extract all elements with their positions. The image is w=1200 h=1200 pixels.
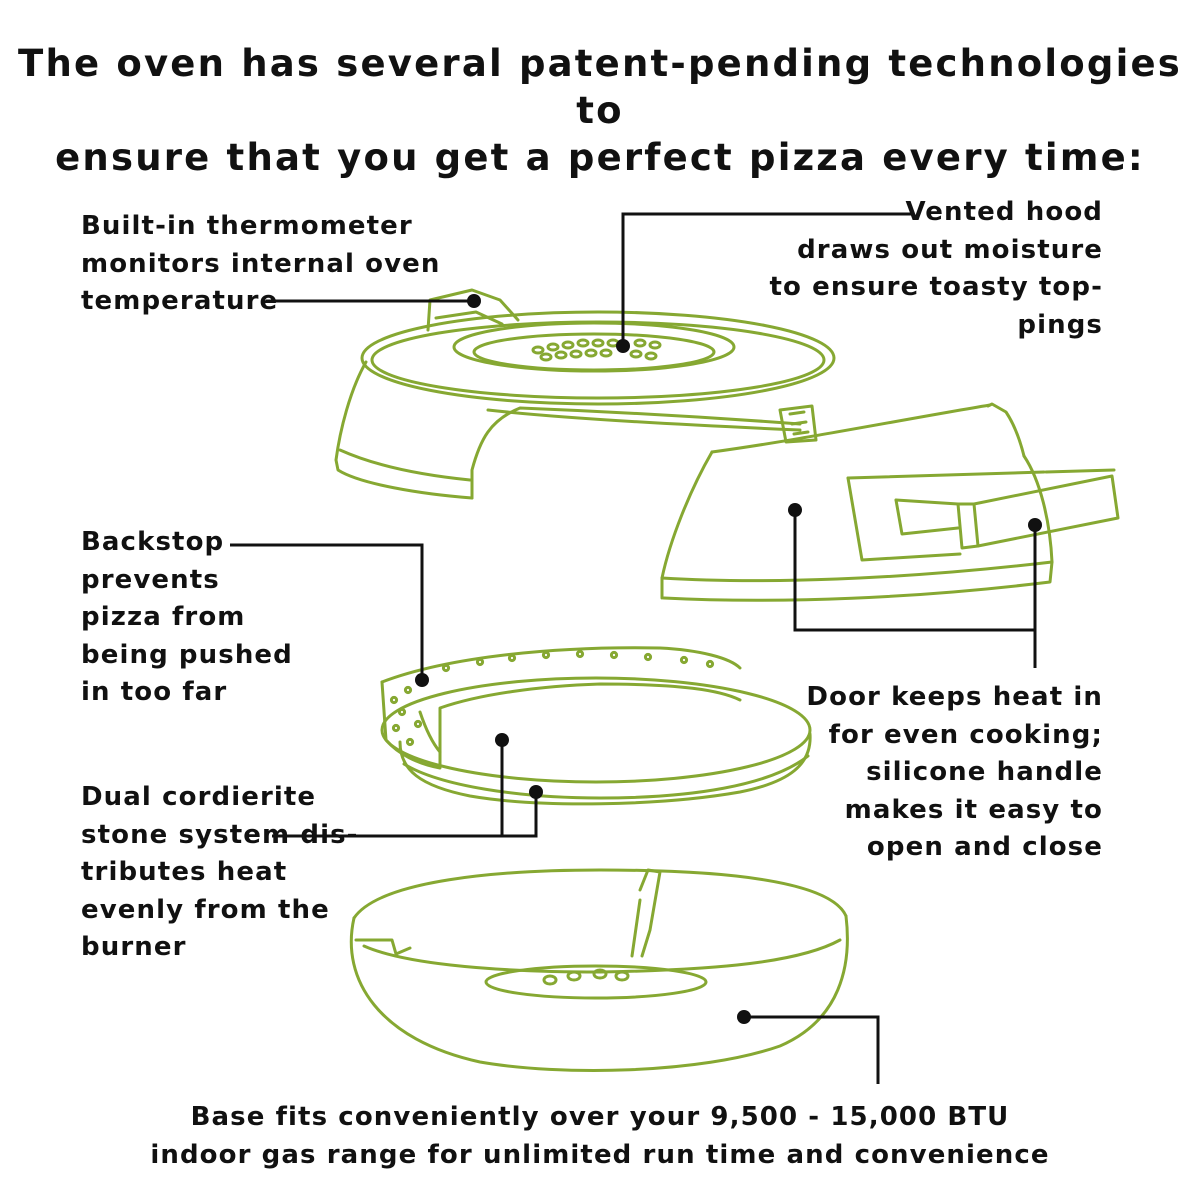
callout-door: Door keeps heat in for even cooking; sil… <box>806 679 1103 867</box>
backstop-holes <box>389 649 715 747</box>
vent-holes <box>531 338 662 362</box>
callout-line: monitors internal oven <box>81 248 441 279</box>
callout-line: evenly from the <box>81 894 330 925</box>
callout-line: Dual cordierite <box>81 782 317 812</box>
callout-dots <box>415 294 1042 1024</box>
callout-line: silicone handle <box>866 757 1103 787</box>
callout-base: Base fits conveniently over your 9,500 -… <box>0 1099 1200 1174</box>
callout-line: temperature <box>81 286 279 316</box>
callout-line: stone system dis- <box>81 819 359 850</box>
callout-line: open and close <box>866 832 1103 862</box>
vented-hood-illustration <box>334 288 836 500</box>
lower-stone-dot <box>529 785 543 799</box>
callout-stone: Dual cordierite stone system dis- tribut… <box>81 779 359 967</box>
callout-line: pizza from <box>81 602 246 632</box>
base-illustration <box>349 868 849 1072</box>
upper-stone-dot <box>495 733 509 747</box>
backstop-dot <box>415 673 429 687</box>
callout-line: in too far <box>81 677 228 707</box>
callout-vented-hood: Vented hood draws out moisture to ensure… <box>769 194 1103 344</box>
title-line-1: The oven has several patent-pending tech… <box>18 42 1182 132</box>
callout-line: being pushed <box>81 639 293 670</box>
door-handle-dot <box>1028 518 1042 532</box>
title-line-2: ensure that you get a perfect pizza ever… <box>55 136 1145 179</box>
callout-line: to ensure toasty top- <box>769 272 1103 302</box>
stone-ring-illustration <box>380 646 812 806</box>
thermometer-dot <box>467 294 481 308</box>
callout-line: makes it easy to <box>844 794 1103 825</box>
callout-line: draws out moisture <box>797 234 1103 265</box>
base-dot <box>737 1010 751 1024</box>
callout-line: prevents <box>81 564 220 595</box>
door-illustration <box>660 402 1120 602</box>
callout-line: burner <box>81 932 187 962</box>
page-title: The oven has several patent-pending tech… <box>0 40 1200 181</box>
callout-line: Built-in thermometer <box>81 211 413 241</box>
callout-line: tributes heat <box>81 857 288 887</box>
callout-line: Base fits conveniently over your 9,500 -… <box>190 1102 1010 1132</box>
leader-lines <box>230 212 1037 1084</box>
vented-hood-dot <box>616 339 630 353</box>
door-body-dot <box>788 503 802 517</box>
callout-line: Door keeps heat in <box>806 682 1103 712</box>
callout-thermometer: Built-in thermometer monitors internal o… <box>81 208 441 321</box>
callout-line: Vented hood <box>905 197 1103 227</box>
callout-line: pings <box>1017 309 1103 340</box>
callout-line: Backstop <box>81 527 225 557</box>
callout-line: for even cooking; <box>828 719 1103 750</box>
callout-line: indoor gas range for unlimited run time … <box>150 1139 1050 1170</box>
callout-backstop: Backstop prevents pizza from being pushe… <box>81 524 293 712</box>
